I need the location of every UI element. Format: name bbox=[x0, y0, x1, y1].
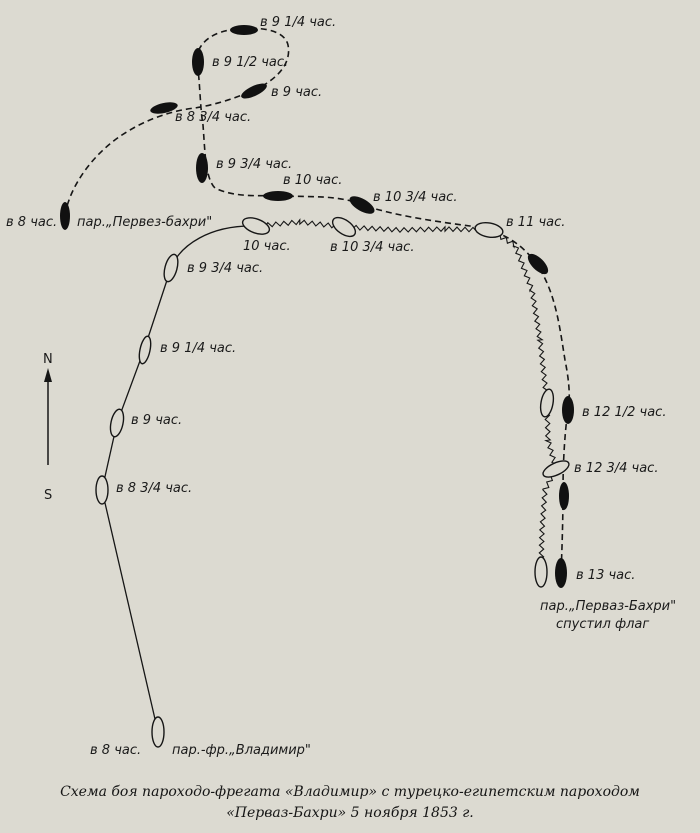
vladimir-mark-8 bbox=[151, 716, 165, 748]
vladimir-mark-10 bbox=[241, 217, 271, 235]
compass: N S bbox=[43, 352, 53, 503]
vladimir-mark-12-15 bbox=[539, 388, 555, 418]
compass-north: N bbox=[43, 352, 53, 367]
label-vlad-t8-45: в 8 3/4 час. bbox=[116, 481, 192, 496]
vladimir-mark-10-45 bbox=[331, 216, 357, 238]
label-vlad-t9: в 9 час. bbox=[131, 413, 182, 428]
pervaz-mark-10 bbox=[263, 191, 293, 201]
vladimir-mark-9 bbox=[109, 408, 125, 438]
label-vlad-t11: в 11 час. bbox=[506, 215, 565, 230]
label-pervaz-t8: в 8 час. bbox=[6, 215, 57, 230]
label-pervaz-t10-45: в 10 3/4 час. bbox=[373, 190, 457, 205]
vladimir-mark-9-45 bbox=[163, 253, 179, 283]
pervaz-mark-11 bbox=[527, 253, 549, 275]
label-vlad-t10: 10 час. bbox=[243, 239, 291, 254]
label-pervaz-end-line1: пар.„Перваз-Бахри" bbox=[540, 599, 676, 614]
vladimir-mark-13 bbox=[534, 556, 548, 588]
pervaz-mark-10-45 bbox=[349, 196, 375, 214]
pervaz-bahri-track bbox=[64, 27, 571, 574]
vladimir-mark-8-45 bbox=[95, 475, 109, 505]
label-pervaz-t10: в 10 час. bbox=[283, 173, 342, 188]
label-vlad-t12-45: в 12 3/4 час. bbox=[574, 461, 658, 476]
pervaz-mark-12-45 bbox=[559, 482, 569, 510]
label-pervaz-t9-30: в 9 1/2 час. bbox=[212, 55, 288, 70]
diagram-caption: Схема боя пароходо-фрегата «Владимир» с … bbox=[0, 782, 700, 824]
pervaz-bahri-labels: в 8 час. пар.„Первез-бахри" в 8 3/4 час.… bbox=[6, 15, 676, 632]
vladimir-mark-9-15 bbox=[138, 335, 152, 365]
compass-south: S bbox=[44, 488, 52, 503]
label-vlad-t9-45: в 9 3/4 час. bbox=[187, 261, 263, 276]
compass-arrow-head bbox=[44, 368, 52, 382]
pervaz-mark-12-30 bbox=[562, 396, 574, 424]
label-pervaz-t9: в 9 час. bbox=[271, 85, 322, 100]
pervaz-mark-9-30 bbox=[192, 48, 204, 76]
pervaz-mark-9 bbox=[241, 83, 267, 99]
label-vlad-t8: в 8 час. bbox=[90, 743, 141, 758]
pervaz-mark-9-45 bbox=[196, 153, 208, 183]
vladimir-track-straight bbox=[101, 225, 256, 733]
label-pervaz-t8-45: в 8 3/4 час. bbox=[175, 110, 251, 125]
label-vlad-t9-15: в 9 1/4 час. bbox=[160, 341, 236, 356]
label-pervaz-t9-15: в 9 1/4 час. bbox=[260, 15, 336, 30]
label-pervaz-t13: в 13 час. bbox=[576, 568, 635, 583]
pervaz-mark-9-15 bbox=[230, 25, 258, 35]
pervaz-mark-8-45 bbox=[150, 102, 178, 114]
caption-line-1: Схема боя пароходо-фрегата «Владимир» с … bbox=[60, 784, 640, 800]
vladimir-mark-12-45 bbox=[542, 460, 570, 478]
vladimir-mark-11 bbox=[474, 221, 504, 239]
label-pervaz-t9-45: в 9 3/4 час. bbox=[216, 157, 292, 172]
label-pervaz-name-start: пар.„Первез-бахри" bbox=[77, 215, 212, 230]
caption-line-2: «Перваз-Бахри» 5 ноября 1853 г. bbox=[226, 805, 474, 821]
pervaz-bahri-marks bbox=[60, 25, 574, 588]
label-vlad-name: пар.-фр.„Владимир" bbox=[172, 743, 311, 758]
vladimir-marks bbox=[95, 216, 570, 748]
vladimir-labels: в 8 час. пар.-фр.„Владимир" в 8 3/4 час.… bbox=[90, 215, 658, 758]
pervaz-mark-8 bbox=[60, 202, 70, 230]
label-pervaz-end-line2: спустил флаг bbox=[556, 617, 649, 632]
pervaz-mark-13 bbox=[555, 558, 567, 588]
vladimir-track-wavy bbox=[255, 218, 558, 573]
label-vlad-t10-45: в 10 3/4 час. bbox=[330, 240, 414, 255]
label-pervaz-t12-30: в 12 1/2 час. bbox=[582, 405, 666, 420]
